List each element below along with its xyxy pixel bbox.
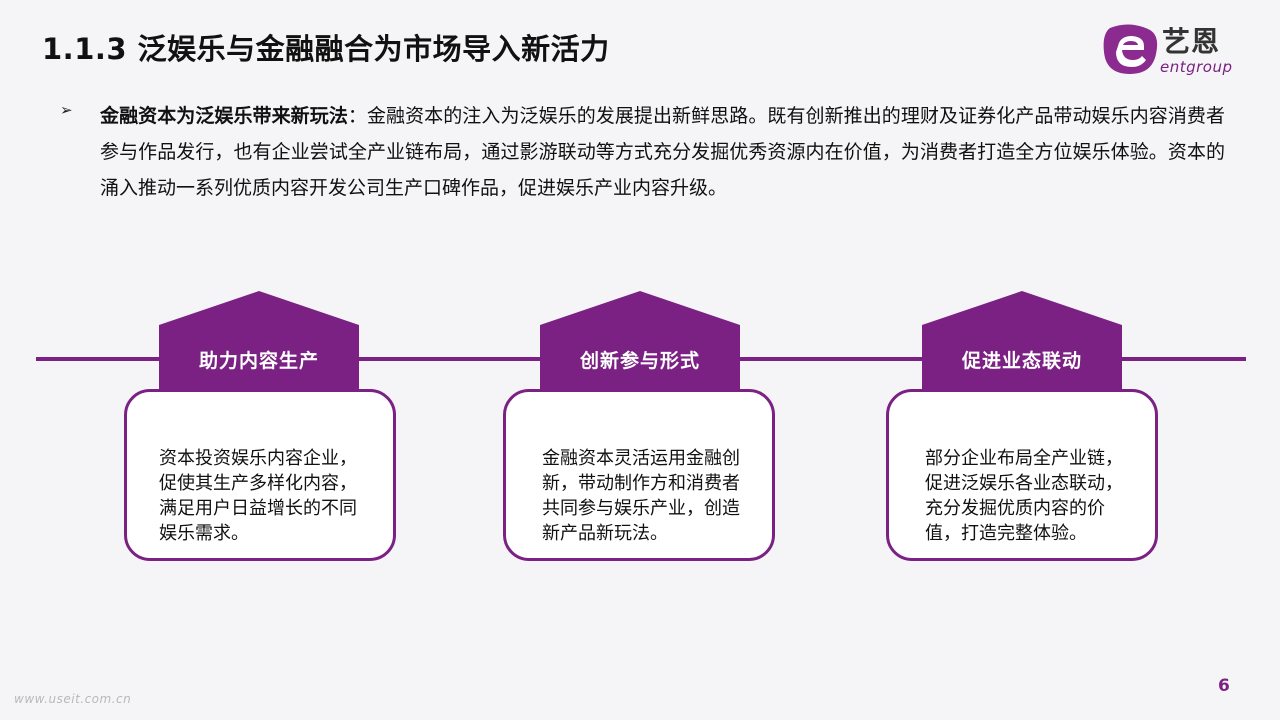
page-number: 6 — [1218, 676, 1230, 696]
description-card-3: 部分企业布局全产业链，促进泛娱乐各业态联动，充分发掘优质内容的价值，打造完整体验… — [886, 389, 1158, 561]
intro-body: ：金融资本的注入为泛娱乐的发展提出新鲜思路。既有创新推出的理财及证券化产品带动娱… — [100, 105, 1225, 199]
entgroup-logo-icon — [1103, 24, 1158, 75]
page-title: 1.1.3 泛娱乐与金融融合为市场导入新活力 — [42, 32, 610, 66]
card-text-3: 部分企业布局全产业链，促进泛娱乐各业态联动，充分发掘优质内容的价值，打造完整体验… — [925, 448, 1123, 544]
watermark: www.useit.com.cn — [14, 692, 132, 706]
description-card-1: 资本投资娱乐内容企业，促使其生产多样化内容，满足用户日益增长的不同娱乐需求。 — [124, 389, 396, 561]
hexagon-title-2: 创新参与形式 — [579, 349, 700, 372]
arrow-bullet-icon: ➢ — [60, 101, 73, 119]
intro-lead: 金融资本为泛娱乐带来新玩法 — [100, 105, 348, 127]
description-card-2: 金融资本灵活运用金融创新，带动制作方和消费者共同参与娱乐产业，创造新产品新玩法。 — [503, 389, 775, 561]
hexagon-title-3: 促进业态联动 — [961, 349, 1082, 372]
logo-chinese-text: 艺恩 — [1162, 25, 1221, 58]
intro-paragraph: 金融资本为泛娱乐带来新玩法：金融资本的注入为泛娱乐的发展提出新鲜思路。既有创新推… — [100, 98, 1225, 206]
card-text-1: 资本投资娱乐内容企业，促使其生产多样化内容，满足用户日益增长的不同娱乐需求。 — [159, 448, 357, 544]
card-text-2: 金融资本灵活运用金融创新，带动制作方和消费者共同参与娱乐产业，创造新产品新玩法。 — [542, 448, 740, 544]
logo-english-text: entgroup — [1160, 58, 1233, 76]
hexagon-title-1: 助力内容生产 — [198, 349, 319, 372]
intro-bullet: ➢ 金融资本为泛娱乐带来新玩法：金融资本的注入为泛娱乐的发展提出新鲜思路。既有创… — [60, 98, 1230, 206]
entgroup-logo: 艺恩 entgroup — [1100, 20, 1240, 78]
